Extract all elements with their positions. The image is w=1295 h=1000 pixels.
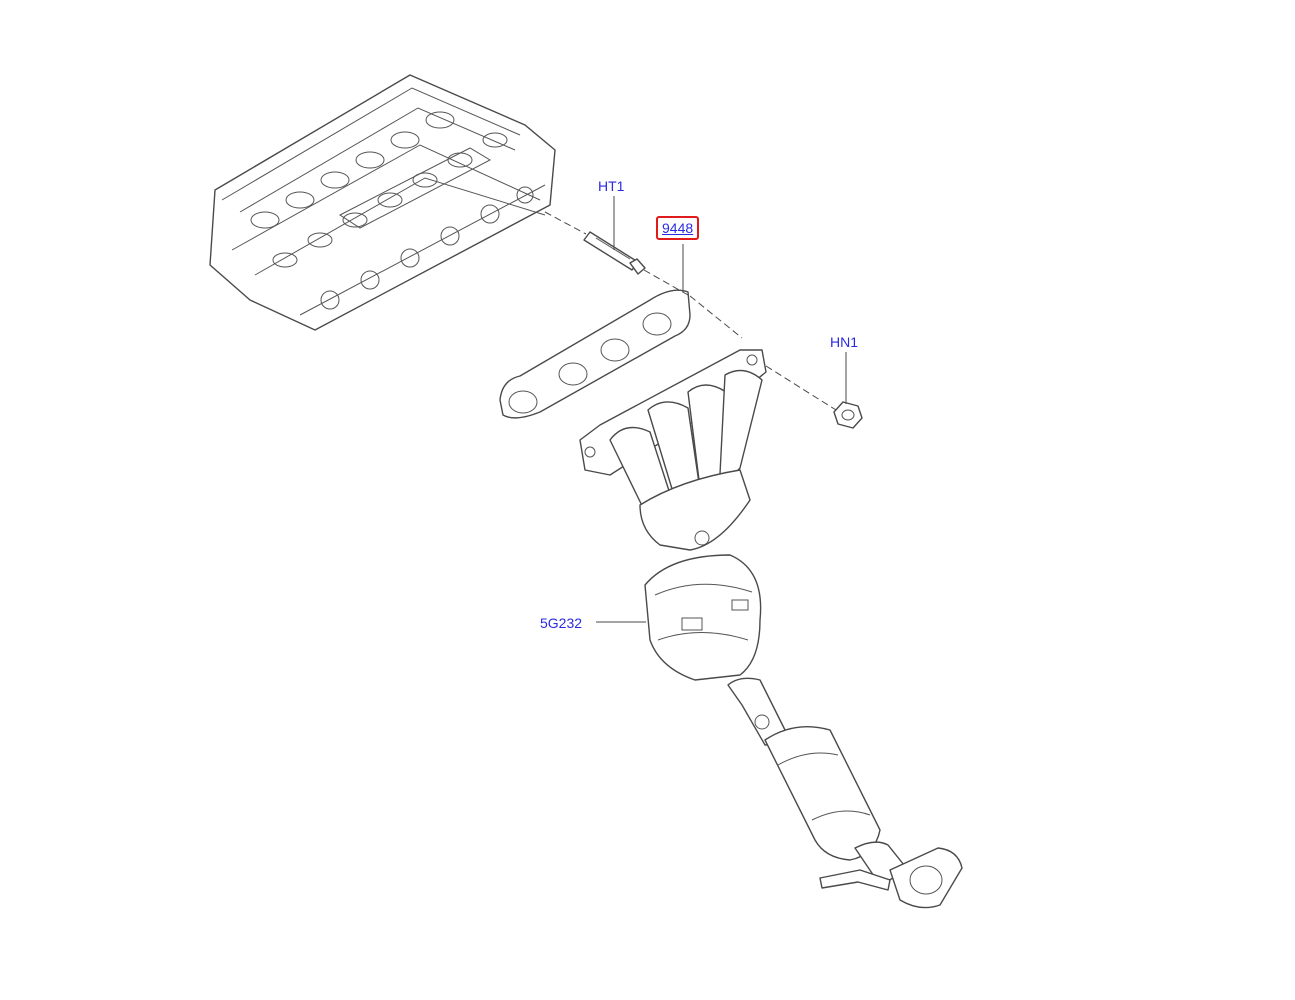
callout-hn1[interactable]: HN1 [830,334,859,350]
stud-ht1 [583,231,646,275]
cylinder-head [209,74,556,331]
head-ports [320,186,534,310]
callout-5g232[interactable]: 5G232 [540,615,583,631]
callout-ht1[interactable]: HT1 [598,178,625,194]
leader-lines [544,196,847,623]
head-cam-lobes [250,111,508,268]
manifold-catalyst-5g232 [579,349,963,909]
callout-9448[interactable]: 9448 [656,216,700,240]
manifold-gasket-9448 [499,289,691,419]
nut-hn1 [833,401,863,429]
